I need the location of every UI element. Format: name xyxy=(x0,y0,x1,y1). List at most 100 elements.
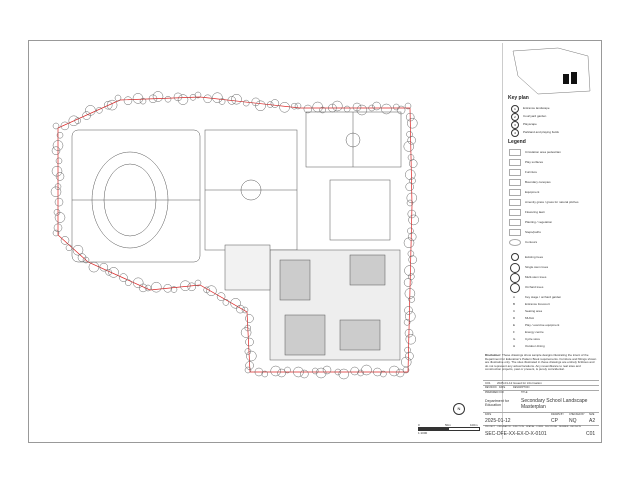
tree xyxy=(123,96,133,105)
legend-item: Circulation area pedestrian xyxy=(525,150,561,154)
size-label: SIZE xyxy=(589,413,595,416)
tree xyxy=(51,146,61,155)
legend-title: Legend xyxy=(508,139,526,145)
tree xyxy=(350,366,359,376)
tree xyxy=(85,105,96,116)
tree xyxy=(319,106,326,114)
key-plan-item: Courtyard garden xyxy=(523,114,547,118)
tree xyxy=(54,212,66,223)
tree xyxy=(51,165,63,177)
scale-label-100: 100m xyxy=(470,423,478,427)
tree xyxy=(312,101,323,113)
tree-symbol-icon xyxy=(510,263,520,273)
tree xyxy=(407,250,415,257)
tree xyxy=(403,319,411,326)
tree xyxy=(338,368,350,380)
date-value: 2025-01-12 xyxy=(485,418,511,424)
tree xyxy=(52,122,60,130)
site-plan xyxy=(50,91,419,380)
zone-label: Energy centre xyxy=(525,330,544,334)
legend-item: Contours xyxy=(525,240,538,244)
tree xyxy=(187,282,196,292)
code-label: PROJECT · ORIGINATOR · FUNCTION · SPATIA… xyxy=(485,426,581,428)
tree xyxy=(74,117,81,124)
play-court xyxy=(224,244,271,291)
revision-code: C01 xyxy=(485,381,491,385)
legend-item: Flowering lawn xyxy=(525,210,546,214)
tree xyxy=(68,115,80,127)
key-plan-marker: 3 xyxy=(511,121,519,129)
key-plan-title: Key plan xyxy=(508,95,529,101)
tree xyxy=(404,102,412,110)
tree-symbol-icon xyxy=(511,253,519,261)
tree xyxy=(406,192,418,204)
tree xyxy=(380,370,387,378)
zone-key: E xyxy=(513,323,516,327)
legend-swatch xyxy=(509,169,521,176)
tree xyxy=(311,367,319,375)
tree xyxy=(315,367,327,379)
tree xyxy=(407,227,414,235)
legend-item: Boundary canopies xyxy=(525,180,551,184)
drawn-label: DRAWN BY xyxy=(551,413,564,416)
zone-key: B xyxy=(513,302,516,306)
tree xyxy=(372,101,381,111)
tree xyxy=(82,111,91,120)
rev-header-desc: DESCRIPTION xyxy=(513,386,530,389)
tree xyxy=(180,280,191,291)
legend-swatch xyxy=(509,239,521,246)
legend-swatch xyxy=(509,149,521,156)
tree xyxy=(119,273,128,282)
tree xyxy=(277,368,286,378)
tree xyxy=(270,365,281,377)
revision-current: C01 xyxy=(586,431,596,437)
tree xyxy=(52,140,64,151)
tree xyxy=(106,99,118,111)
tree xyxy=(254,367,264,377)
key-plan-map xyxy=(512,47,591,95)
legend-item: Planting / vegetation xyxy=(525,220,553,224)
tree xyxy=(405,351,414,361)
tree xyxy=(403,237,415,249)
tree xyxy=(396,105,406,115)
tree xyxy=(361,364,372,376)
tree xyxy=(403,278,413,287)
tree xyxy=(194,279,202,287)
site-boundary xyxy=(57,96,413,373)
tree xyxy=(139,97,147,105)
tree xyxy=(206,285,217,296)
title-label: TITLE xyxy=(521,391,528,394)
tree xyxy=(231,93,242,105)
zone-label: MUGA xyxy=(525,316,534,320)
key-plan-marker: 1 xyxy=(511,105,519,113)
tree xyxy=(407,117,418,129)
disclaimer-text: These drawings show sample designs illus… xyxy=(485,353,597,372)
tree xyxy=(279,102,290,113)
disclaimer-heading: Disclaimer: xyxy=(485,353,502,357)
tree xyxy=(393,103,400,111)
legend-swatch xyxy=(509,199,521,206)
revision-desc: Issued for information xyxy=(513,381,542,385)
tree xyxy=(245,361,254,370)
tree xyxy=(56,131,64,139)
zone-label: Cycle store xyxy=(525,337,541,341)
tree xyxy=(381,103,392,115)
zone-label: Seating area xyxy=(525,309,543,313)
tree xyxy=(212,92,223,103)
tree xyxy=(72,244,84,256)
tree xyxy=(55,172,65,181)
legend-item: Amenity grass / grass for natural pitche… xyxy=(525,200,579,204)
tree xyxy=(96,107,103,114)
tree xyxy=(108,267,119,278)
tree xyxy=(404,265,415,276)
tree xyxy=(60,121,70,131)
prepared-for-label: PREPARED FOR xyxy=(485,391,504,394)
zone-key: F xyxy=(513,330,515,334)
tree xyxy=(406,131,413,138)
tree xyxy=(216,292,226,301)
tree-symbol-icon xyxy=(510,273,520,283)
tree xyxy=(356,104,368,116)
rev-header-revision: REVISION xyxy=(485,386,497,389)
tree xyxy=(303,104,313,114)
scale-bar xyxy=(418,427,480,431)
